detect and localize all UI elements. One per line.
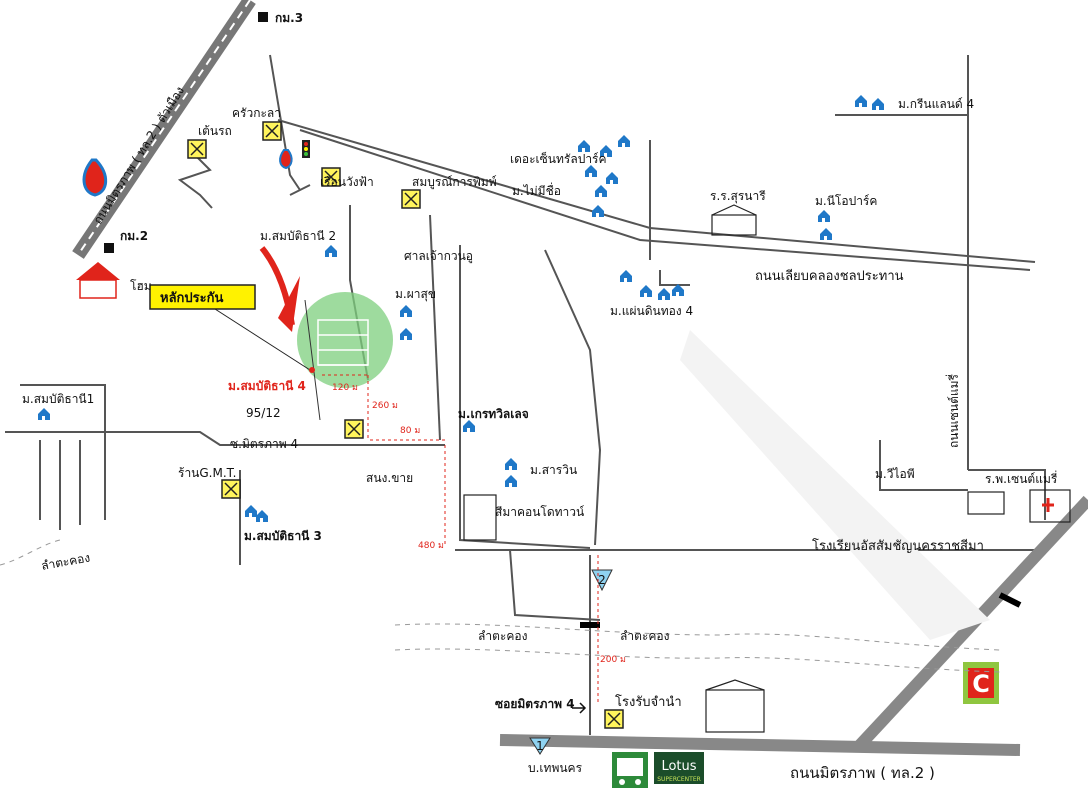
- kret-label: ม.เกรทวิลเลจ: [458, 407, 529, 421]
- mitraphap4-label: ซ.มิตรภาพ 4: [230, 437, 298, 451]
- bigc-letter: C: [972, 670, 990, 698]
- sombat4-label: ม.สมบัติธานี 4: [228, 379, 306, 393]
- callout-label: หลักประกัน: [160, 291, 223, 306]
- lotus-text: Lotus: [661, 759, 696, 774]
- the-central-label: เดอะเซ็นทรัลปาร์ค: [510, 151, 607, 166]
- pawn-label: โรงรับจำนำ: [615, 694, 682, 710]
- distance-lines: [322, 374, 599, 705]
- ror-suranari-label: ร.ร.สุรนารี: [710, 189, 766, 204]
- assumption-label: โรงเรียนอัสสัมชัญนครราชสีมา: [812, 538, 984, 554]
- rueanwangfa-label: เรือนวังฟ้า: [320, 175, 374, 189]
- distance-200-label: 200 ม: [600, 655, 626, 665]
- phasuk-label: ม.ผาสุข: [395, 287, 436, 302]
- lamtakong-mid1-label: ลำตะคอง: [478, 629, 527, 643]
- sima-condo-label: สีมาคอนโดทาวน์: [495, 505, 584, 519]
- route-marker-icon: [529, 569, 613, 755]
- soi-mitraphap4-label: ซอยมิตรภาพ 4: [495, 697, 575, 711]
- traffic-light-icon: [302, 140, 310, 158]
- lotus-sub-text: SUPERCENTER: [657, 776, 701, 783]
- krua-label: ครัวกะลา: [232, 106, 281, 120]
- soi-arrow-icon: [572, 702, 587, 714]
- green-land-label: ม.กรีนแลนด์ 4: [898, 97, 974, 111]
- property-plots: [317, 319, 369, 366]
- omi-label: โฮม: [130, 279, 152, 293]
- sarawin-label: ม.สารวิน: [530, 463, 577, 477]
- distance-120-label: 120 ม: [332, 383, 358, 393]
- sanchao-label: ศาลเจ้ากวนอู: [404, 249, 473, 264]
- distance-80-label: 80 ม: [400, 426, 420, 436]
- somboon-label: สมบูรณ์การพิมพ์: [412, 175, 497, 190]
- watermark-arrow: [680, 330, 990, 640]
- property-highlight: [297, 292, 393, 388]
- road-network: [5, 0, 1088, 756]
- lotus-logo: [654, 752, 704, 784]
- bus-icon: [612, 752, 648, 788]
- highway-left-label: ถนนมิตรภาพ ( ทล.2 ) ตัวเมือง: [91, 84, 187, 227]
- school-building-icon: [463, 204, 1071, 733]
- km2-label: กม.2: [120, 229, 148, 243]
- road-saint-mary-label: ถนนเซนต์แมรี่: [945, 373, 961, 448]
- tenrot-label: เต้นรถ: [198, 124, 232, 138]
- thepnakorn-label: บ.เทพนคร: [528, 761, 583, 775]
- callout-box: [149, 284, 256, 310]
- canal-lines: [0, 539, 1001, 673]
- house-number-label: 95/12: [246, 406, 281, 420]
- sombat1-label: ม.สมบัติธานี1: [22, 392, 94, 406]
- lamtakong-mid2-label: ลำตะคอง: [620, 629, 669, 643]
- home-icon: [76, 262, 120, 299]
- mai-mi-chue-label: ม.ไม่มีชื่อ: [512, 182, 561, 198]
- nico-park-label: ม.นีโอปาร์ค: [815, 194, 877, 208]
- hospital-cross-icon: [1042, 498, 1054, 512]
- gas-station-icon: [82, 149, 293, 197]
- pandin-label: ม.แผ่นดินทอง 4: [610, 304, 693, 318]
- distance-480-label: 480 ม: [418, 541, 444, 551]
- sanong-label: สนง.ขาย: [366, 471, 413, 485]
- sombat2-label: ม.สมบัติธานี 2: [260, 229, 336, 243]
- vip-label: ม.วีไอพี: [875, 467, 915, 481]
- gmt-label: ร้านG.M.T.: [178, 466, 236, 480]
- kilometer-marker-icon: [104, 12, 268, 253]
- lamtakong-left-label: ลำตะคอง: [40, 551, 91, 573]
- marker-2-label: 2: [598, 573, 606, 587]
- road-mitraphap-label: ถนนมิตรภาพ ( ทล.2 ): [790, 764, 935, 782]
- distance-260-label: 260 ม: [372, 401, 398, 411]
- sombat3-label: ม.สมบัติธานี 3: [244, 529, 322, 543]
- marker-1-label: 1: [536, 739, 544, 753]
- km3-label: กม.3: [275, 11, 303, 25]
- hospital-label: ร.พ.เซนต์แมรี่: [985, 470, 1058, 486]
- road-canal-label: ถนนเลียบคลองชลประทาน: [755, 268, 904, 284]
